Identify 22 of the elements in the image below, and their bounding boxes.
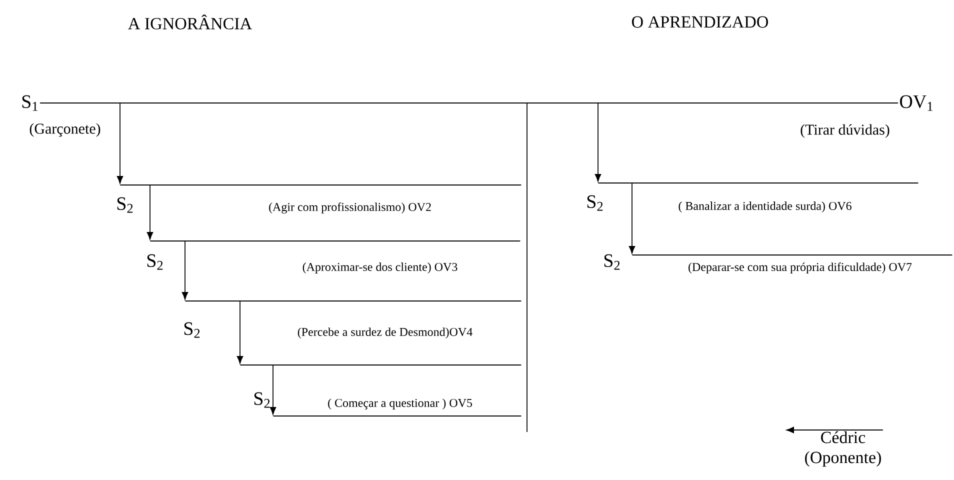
arrow	[146, 184, 154, 240]
node-label: (Garçonete)	[30, 123, 100, 137]
arrow	[270, 364, 276, 415]
section-title: A IGNORÂNCIA	[128, 14, 252, 30]
node-label: (Tirar dúvidas)	[800, 124, 890, 138]
arrow	[236, 300, 244, 364]
arrow	[182, 240, 188, 300]
arrow	[116, 102, 124, 184]
arrow	[594, 102, 602, 182]
connector-line	[40, 102, 898, 104]
actant-label: S$_{1}$	[22, 95, 38, 111]
section-title: O APRENDIZADO	[632, 16, 768, 28]
node-label: (Percebe a surdez de Desmond)OV4	[298, 328, 472, 338]
arrow	[628, 182, 636, 254]
actant-label: Cédric (Oponente)	[805, 431, 881, 467]
node-label: (Deparar-se com sua própria dificuldade) OV7	[688, 262, 912, 274]
node-label: (Agir com profissionalismo) OV2	[269, 202, 431, 214]
object-label: ( Começar a questionar ) OV5	[328, 398, 472, 410]
node-label: ( Banalizar a identidade surda) OV6	[678, 202, 852, 212]
node-label: (Aproximar-se dos cliente) OV3	[302, 262, 458, 274]
arrow	[786, 426, 884, 434]
actant-label: OV$_{1}$	[900, 95, 932, 111]
